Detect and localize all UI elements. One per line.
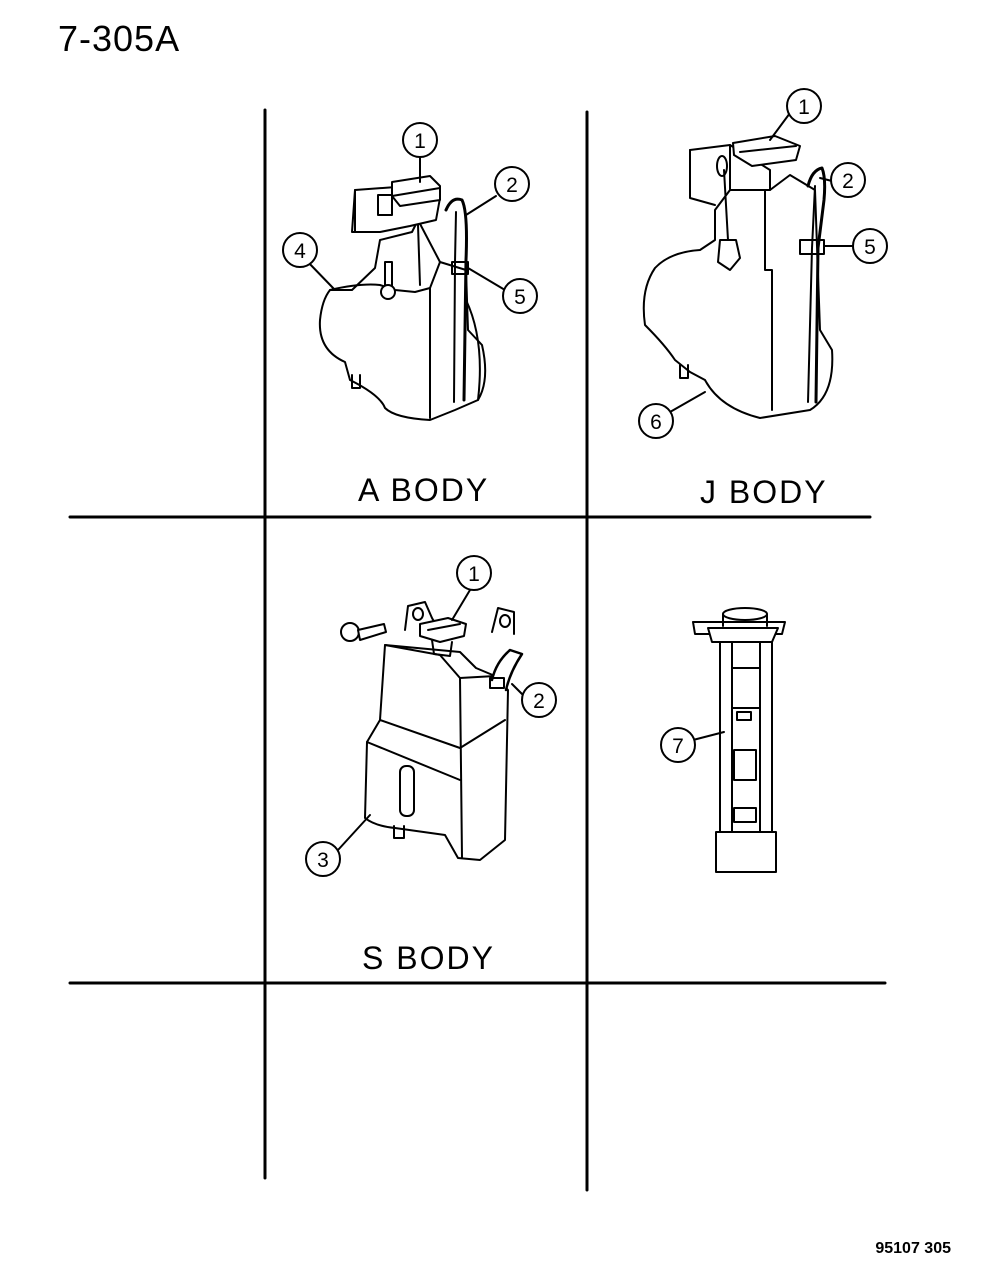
s-callout-1-text: 1 xyxy=(468,563,480,586)
page-code: 7-305A xyxy=(58,18,181,59)
j-callout-6 xyxy=(638,403,674,439)
j-callout-1 xyxy=(786,88,822,124)
a-callout-2 xyxy=(494,166,530,202)
a-callout-5-text: 5 xyxy=(514,286,526,309)
j-callout-2 xyxy=(830,162,866,198)
callout-numbers: 1 2 4 5 1 2 5 6 1 2 3 7 xyxy=(294,96,876,872)
drawing-code: 95107 305 xyxy=(875,1240,951,1257)
j-callout-6-text: 6 xyxy=(650,411,662,434)
a-body-reservoir xyxy=(305,157,506,421)
a-callout-4-text: 4 xyxy=(294,240,306,263)
a-callout-1-text: 1 xyxy=(414,130,426,153)
j-callout-5 xyxy=(852,228,888,264)
j-body-reservoir xyxy=(642,112,853,419)
pump-assembly xyxy=(692,607,786,873)
a-body-callouts xyxy=(282,122,538,314)
j-callout-2-text: 2 xyxy=(842,170,854,193)
a-body-label: A BODY xyxy=(358,472,490,508)
a-callout-5 xyxy=(502,278,538,314)
j-callout-1-text: 1 xyxy=(798,96,810,119)
s-callout-2-text: 2 xyxy=(533,690,545,713)
s-body-reservoir xyxy=(337,589,527,861)
a-callout-2-text: 2 xyxy=(506,174,518,197)
s-callout-3-text: 3 xyxy=(317,849,329,872)
pump-callouts xyxy=(660,727,696,763)
pump-callout-7 xyxy=(660,727,696,763)
a-callout-1 xyxy=(402,122,438,158)
grid-lines xyxy=(68,108,887,1192)
j-body-label: J BODY xyxy=(700,474,828,510)
a-callout-4 xyxy=(282,232,318,268)
s-body-callouts xyxy=(305,555,557,877)
j-body-callouts xyxy=(638,88,888,439)
s-body-label: S BODY xyxy=(362,940,495,976)
j-callout-5-text: 5 xyxy=(864,236,876,259)
s-callout-3 xyxy=(305,841,341,877)
s-callout-1 xyxy=(456,555,492,591)
pump-callout-7-text: 7 xyxy=(672,735,684,758)
s-callout-2 xyxy=(521,682,557,718)
